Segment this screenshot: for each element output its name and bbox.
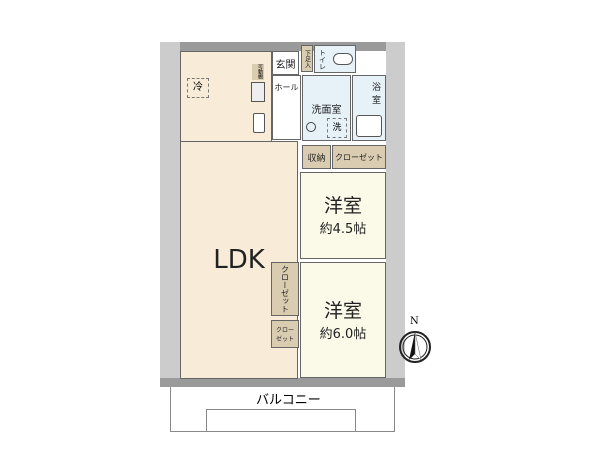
bathroom-label: 浴室 xyxy=(372,83,382,106)
outer-wall-right xyxy=(386,42,405,385)
closet-3-label: クローゼット xyxy=(275,327,294,343)
shoe-storage-label: 下足入 xyxy=(303,49,311,68)
washroom: 洗面室 xyxy=(302,75,351,141)
balcony-label: バルコニー xyxy=(256,393,321,408)
washbasin-icon xyxy=(306,122,316,132)
toilet-label: トイレ xyxy=(318,48,327,70)
entrance: 玄関 xyxy=(272,51,299,75)
western-room-1-size: 約4.5帖 xyxy=(319,222,367,237)
washroom-label: 洗面室 xyxy=(311,104,342,116)
washer-space: 洗 xyxy=(327,118,347,138)
storage-label: 収納 xyxy=(307,153,326,164)
balcony-inner-line xyxy=(206,409,356,431)
refrigerator-space: 冷 xyxy=(187,78,209,98)
sink-icon xyxy=(253,113,265,133)
western-room-2: 洋室 約6.0帖 xyxy=(300,262,386,378)
closet-2: クローゼット xyxy=(271,262,299,316)
western-room-1: 洋室 約4.5帖 xyxy=(300,172,386,259)
western-room-2-label: 洋室 xyxy=(323,299,362,322)
bathtub-icon xyxy=(356,115,382,137)
toilet-icon xyxy=(332,53,353,65)
closet: クローゼット xyxy=(332,145,386,169)
compass: N xyxy=(398,316,432,372)
closet-label: クローゼット xyxy=(335,152,383,162)
shelf-label: 可動棚 xyxy=(252,64,264,80)
outer-wall-bottom xyxy=(160,378,405,387)
balcony: バルコニー xyxy=(170,387,395,432)
hall-label: ホール xyxy=(274,83,299,92)
western-room-1-label: 洋室 xyxy=(323,195,362,217)
hall: ホール xyxy=(272,75,301,140)
toilet: トイレ xyxy=(314,45,356,73)
closet-2-label: クローゼット xyxy=(280,265,290,313)
western-room-2-size: 約6.0帖 xyxy=(319,326,367,342)
compass-north-label: N xyxy=(410,316,419,327)
closet-3: クローゼット xyxy=(271,320,299,348)
storage: 収納 xyxy=(302,145,331,169)
ldk-label: LDK xyxy=(213,245,265,275)
shoe-storage: 下足入 xyxy=(301,45,313,72)
outer-wall-top xyxy=(160,42,405,51)
outer-wall-left xyxy=(160,42,180,385)
entrance-label: 玄関 xyxy=(275,59,296,71)
north-arrow-icon xyxy=(399,331,431,363)
stove-icon xyxy=(251,82,265,102)
